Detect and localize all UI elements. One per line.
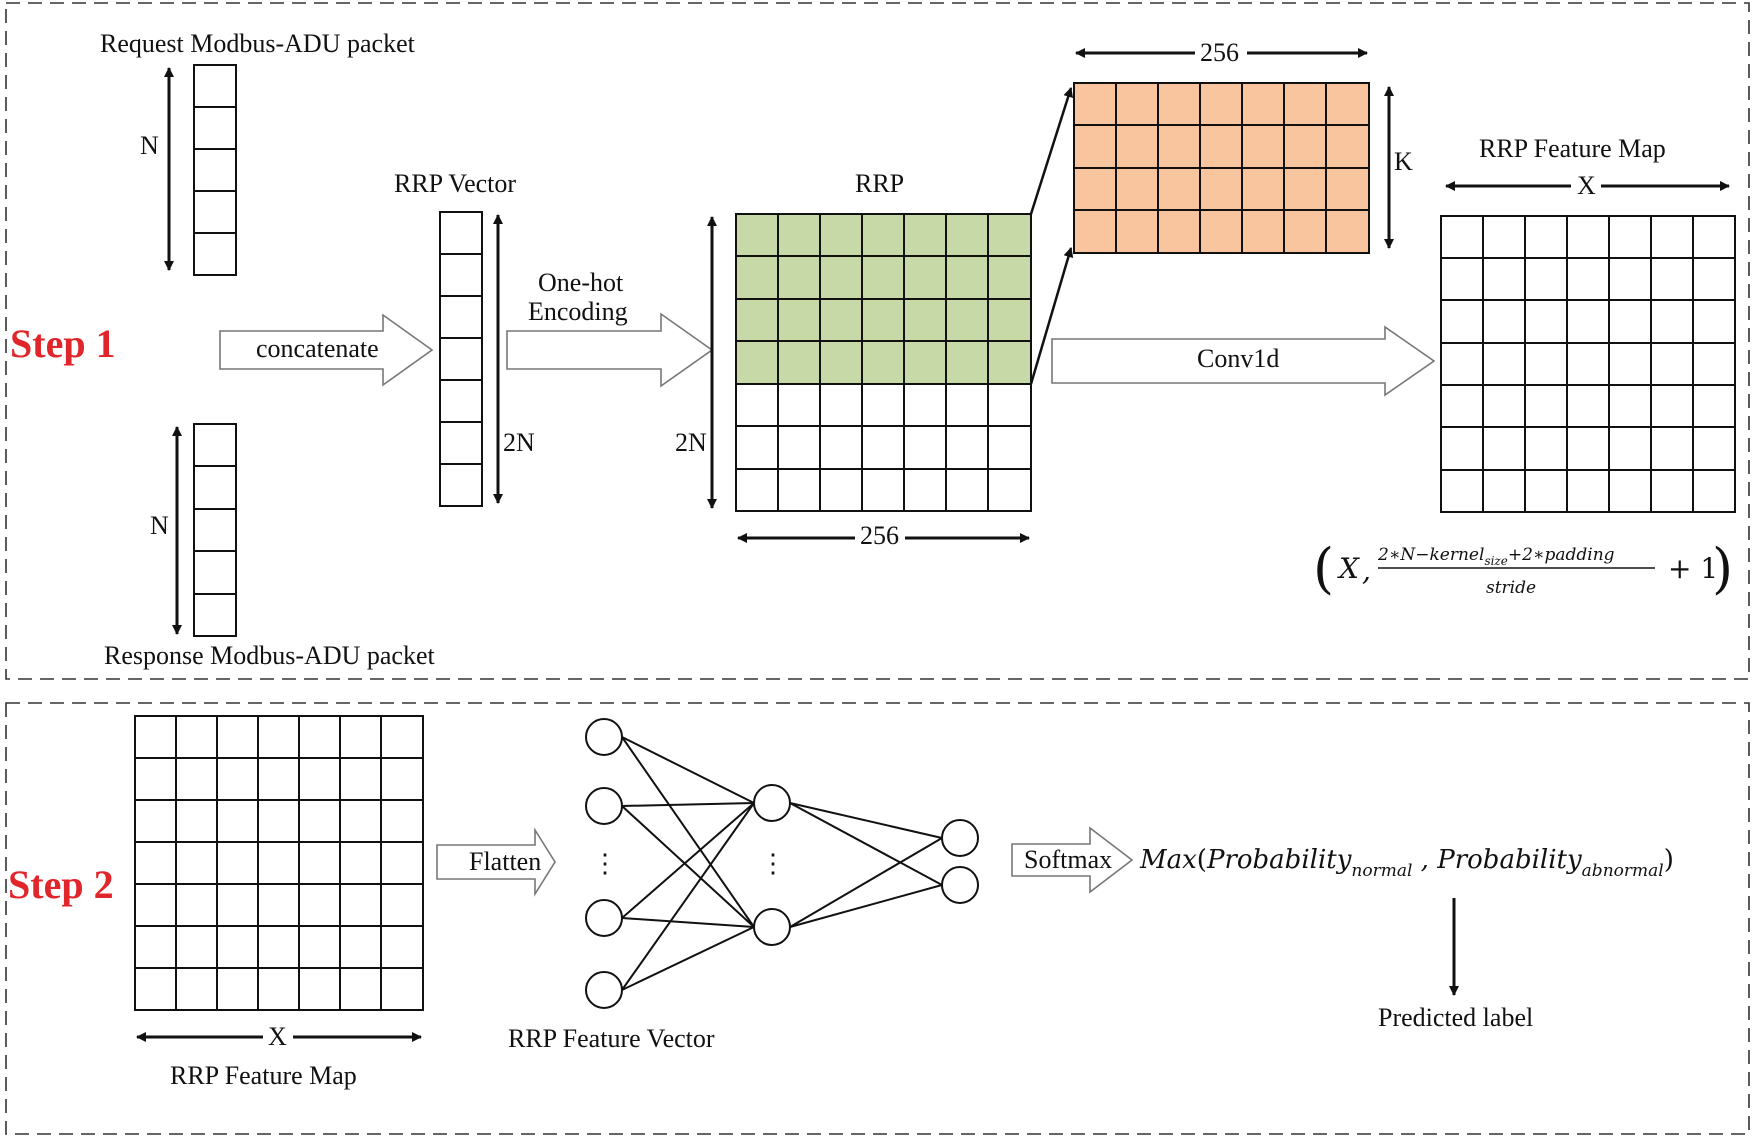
response-packet-vector: [193, 423, 237, 637]
formula-paren-open: (: [1313, 537, 1334, 600]
kernel-256-label: 256: [1200, 38, 1239, 67]
prob-normal-sub: normal: [1351, 861, 1412, 881]
output-shape-formula: ( X , 2∗N−kernelsize+2∗padding stride + …: [1313, 537, 1733, 600]
feature-map-title: RRP Feature Map: [1479, 134, 1666, 163]
step1-panel: [5, 2, 1750, 680]
kernel-matrix: [1073, 82, 1370, 254]
nn-input-node: [585, 971, 623, 1009]
onehot-label-line2: Encoding: [528, 297, 628, 326]
nn-input-node: [585, 899, 623, 937]
concatenate-arrow: [219, 313, 434, 387]
prob-abnormal-sub: abnormal: [1582, 861, 1664, 881]
nn-input-layer: [585, 718, 623, 1009]
conv1d-arrow: [1051, 325, 1436, 397]
kernel-k-label: K: [1394, 147, 1413, 176]
predicted-label: Predicted label: [1378, 1003, 1533, 1032]
prob-normal: Probability: [1206, 845, 1352, 875]
nn-hidden-ellipsis: ⋮: [760, 849, 786, 878]
rrp-vector-2n-label: 2N: [503, 428, 535, 457]
step2-x-label: X: [268, 1022, 287, 1051]
response-n-label: N: [150, 511, 169, 540]
formula-x: X: [1337, 552, 1360, 585]
max-fn: Max: [1139, 845, 1197, 875]
rrp-matrix: [735, 213, 1032, 512]
formula-plus-one: + 1: [1668, 552, 1718, 585]
response-packet-label: Response Modbus-ADU packet: [104, 641, 436, 670]
feature-map-x-label: X: [1577, 171, 1596, 200]
nn-output-node: [941, 819, 979, 857]
flatten-label: Flatten: [469, 847, 541, 876]
rrp-title: RRP: [855, 169, 904, 198]
nn-output-node: [941, 866, 979, 904]
feature-map-grid: [1440, 215, 1736, 513]
prob-abnormal: Probability: [1436, 845, 1582, 875]
formula-numerator-a: 2∗N−kernel: [1377, 545, 1484, 565]
nn-input-ellipsis: ⋮: [592, 849, 618, 878]
nn-input-node: [585, 718, 623, 756]
step1-label: Step 1: [10, 321, 116, 366]
rrp-256-label: 256: [860, 521, 899, 550]
step2-panel: [5, 702, 1750, 1135]
onehot-label-line1: One-hot: [538, 268, 624, 297]
softmax-arrow: [1011, 826, 1134, 894]
nn-hidden-node: [753, 784, 791, 822]
formula-numerator-b: +2∗padding: [1508, 545, 1615, 565]
request-packet-label: Request Modbus-ADU packet: [100, 29, 416, 58]
conv1d-label: Conv1d: [1197, 344, 1279, 373]
kernel-link-bottom: [1029, 247, 1074, 385]
nn-input-node: [585, 787, 623, 825]
request-n-label: N: [140, 131, 159, 160]
nn-output-layer: [941, 819, 979, 904]
rrp-2n-label: 2N: [675, 428, 707, 457]
formula-numerator-sub: size: [1484, 554, 1507, 568]
nn-feature-vector-label: RRP Feature Vector: [508, 1024, 715, 1053]
concatenate-label: concatenate: [256, 334, 379, 363]
flatten-arrow: [436, 827, 556, 897]
rrp-vector-title: RRP Vector: [394, 169, 516, 198]
nn-hidden-node: [753, 908, 791, 946]
svg-text:2∗N−kernelsize+2∗padding: 2∗N−kernelsize+2∗padding: [1377, 545, 1615, 568]
rrp-vector: [439, 211, 483, 507]
nn-hidden-layer: [753, 784, 791, 946]
nn-connections: [621, 736, 943, 991]
kernel-link-top: [1029, 87, 1074, 215]
request-packet-vector: [193, 64, 237, 276]
onehot-arrow: [506, 312, 714, 388]
step2-feature-map-grid: [134, 715, 424, 1011]
formula-denominator: stride: [1486, 578, 1536, 598]
max-expression: Max(Probabilitynormal , Probabilityabnor…: [1139, 845, 1674, 881]
step2-label: Step 2: [8, 862, 114, 907]
step2-feature-map-label: RRP Feature Map: [170, 1061, 357, 1090]
formula-comma: ,: [1362, 554, 1371, 587]
softmax-label: Softmax: [1024, 845, 1112, 874]
formula-paren-close: ): [1712, 537, 1733, 600]
